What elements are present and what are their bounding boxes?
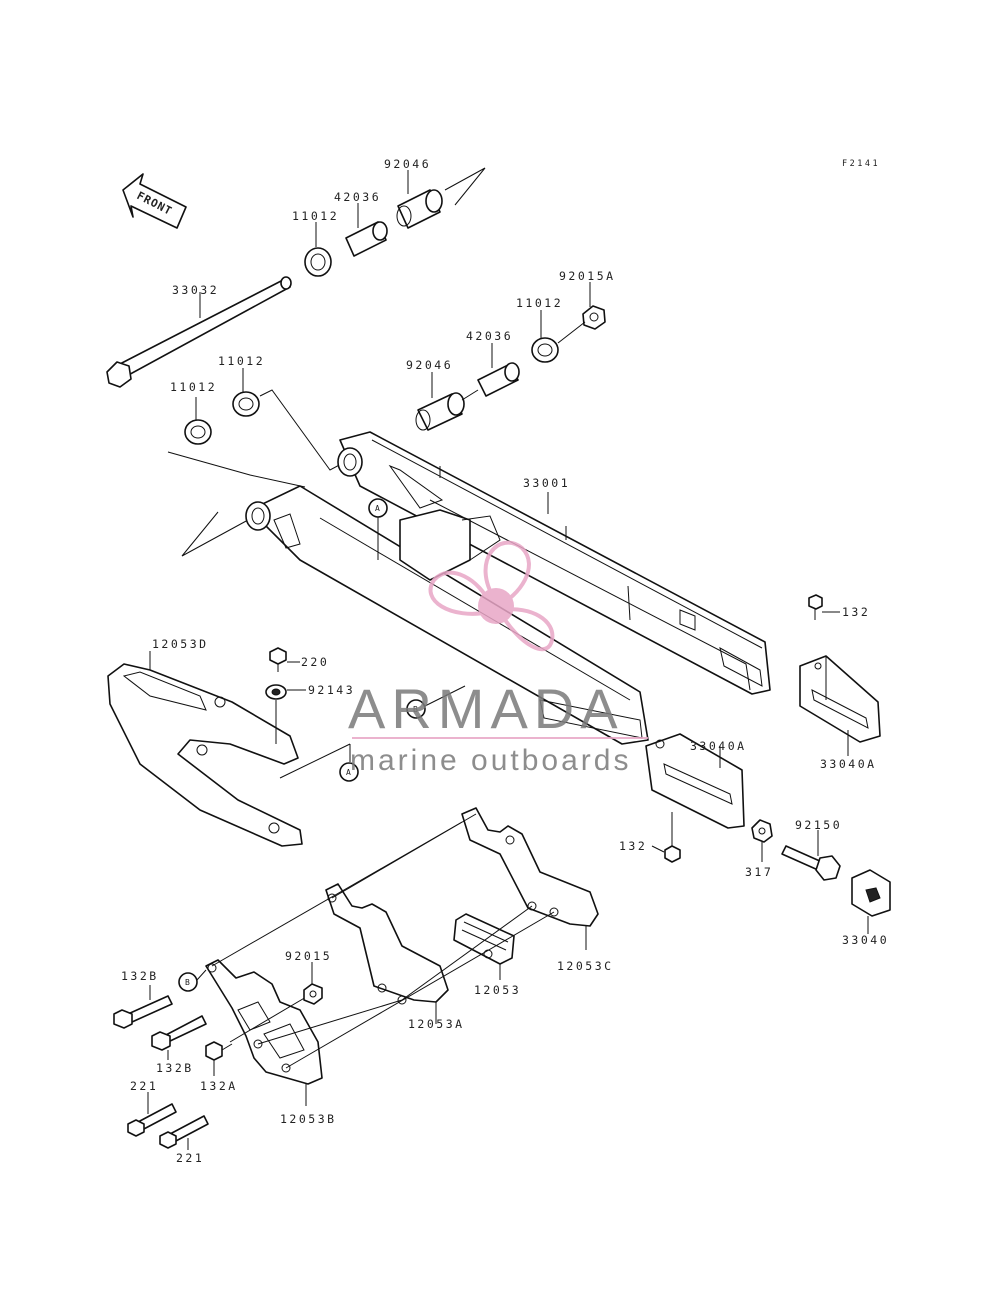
bolt-221-lower: [159, 1115, 209, 1150]
label-220: 220: [301, 655, 329, 669]
propeller-icon: [428, 540, 555, 652]
seal-11012-left-upper: [232, 368, 346, 471]
svg-text:B: B: [185, 978, 190, 987]
label-132-mid: 132: [619, 839, 647, 853]
label-92150: 92150: [795, 818, 842, 832]
bolt-132-top: [808, 594, 840, 620]
swing-arm-33001: [245, 431, 771, 745]
label-317: 317: [745, 865, 773, 879]
label-42036-top: 42036: [334, 190, 381, 204]
watermark-subtitle: marine outboards: [350, 744, 631, 777]
bolt-92150: [781, 830, 841, 881]
callout-b-lower: B: [178, 969, 207, 992]
collar-42036-right: [477, 343, 520, 397]
seal-11012-top: [304, 222, 332, 277]
bolt-132-mid: [651, 812, 681, 863]
chain-slipper-12053d: [107, 651, 303, 847]
label-92015a: 92015A: [559, 269, 616, 283]
collar-42036-top: [345, 203, 388, 257]
nut-317: [751, 819, 773, 862]
label-33032: 33032: [172, 283, 219, 297]
diagram-code: F2141: [842, 159, 880, 169]
bolt-132a: [205, 1041, 233, 1076]
label-92046-top: 92046: [384, 157, 431, 171]
label-33040a-right: 33040A: [820, 757, 877, 771]
label-33040a-left: 33040A: [690, 739, 747, 753]
bolt-220: [269, 647, 300, 672]
label-92015: 92015: [285, 949, 332, 963]
label-12053: 12053: [474, 983, 521, 997]
guide-plate-12053a: [325, 883, 449, 1024]
guide-plate-12053c: [461, 807, 599, 950]
block-33040: [851, 869, 891, 934]
label-12053a: 12053A: [408, 1017, 465, 1031]
label-11012-left-lower: 11012: [170, 380, 217, 394]
assembly-lines: [211, 813, 555, 1069]
svg-text:A: A: [346, 768, 351, 777]
label-132b-lower: 132B: [156, 1061, 194, 1075]
label-42036-right-b: 42036: [466, 329, 513, 343]
callout-b-upper: B: [406, 685, 466, 719]
label-33001: 33001: [523, 476, 570, 490]
label-132a: 132A: [200, 1079, 238, 1093]
bolt-132b-upper: [113, 985, 173, 1029]
label-221-upper: 221: [130, 1079, 158, 1093]
adjuster-33040a-left: [645, 733, 745, 829]
label-132-top: 132: [842, 605, 870, 619]
label-11012-top: 11012: [292, 209, 339, 223]
bolt-221-upper: [127, 1092, 177, 1137]
label-92143: 92143: [308, 683, 355, 697]
svg-text:A: A: [375, 504, 380, 513]
seal-11012-right: [531, 310, 586, 363]
seal-11012-left-lower: [167, 397, 306, 557]
guide-12053: [453, 913, 515, 980]
label-92046-right: 92046: [406, 358, 453, 372]
adjuster-33040a-right: [799, 655, 881, 756]
watermark-title: ARMADA: [348, 677, 624, 740]
pivot-shaft-33032: [106, 276, 292, 388]
label-132b-upper: 132B: [121, 969, 159, 983]
nut-92015: [303, 962, 323, 1005]
bearing-92046-right: [415, 372, 479, 431]
watermark-logo: ARMADA marine outboards: [348, 540, 648, 777]
callout-a-upper: A: [368, 498, 388, 560]
label-221-lower: 221: [176, 1151, 204, 1165]
callout-a-lower: A: [279, 743, 359, 782]
label-12053d: 12053D: [152, 637, 209, 651]
label-12053b: 12053B: [280, 1112, 337, 1126]
label-12053c: 12053C: [557, 959, 614, 973]
label-33040: 33040: [842, 933, 889, 947]
washer-92143: [265, 684, 306, 744]
nut-92015a: [582, 282, 606, 330]
label-11012-right: 11012: [516, 296, 563, 310]
label-11012-left-upper: 11012: [218, 354, 265, 368]
bearing-92046-top: [396, 167, 486, 229]
svg-text:B: B: [413, 705, 418, 714]
bolt-132b-lower: [151, 1015, 207, 1060]
front-arrow-icon: FRONT: [122, 173, 187, 229]
